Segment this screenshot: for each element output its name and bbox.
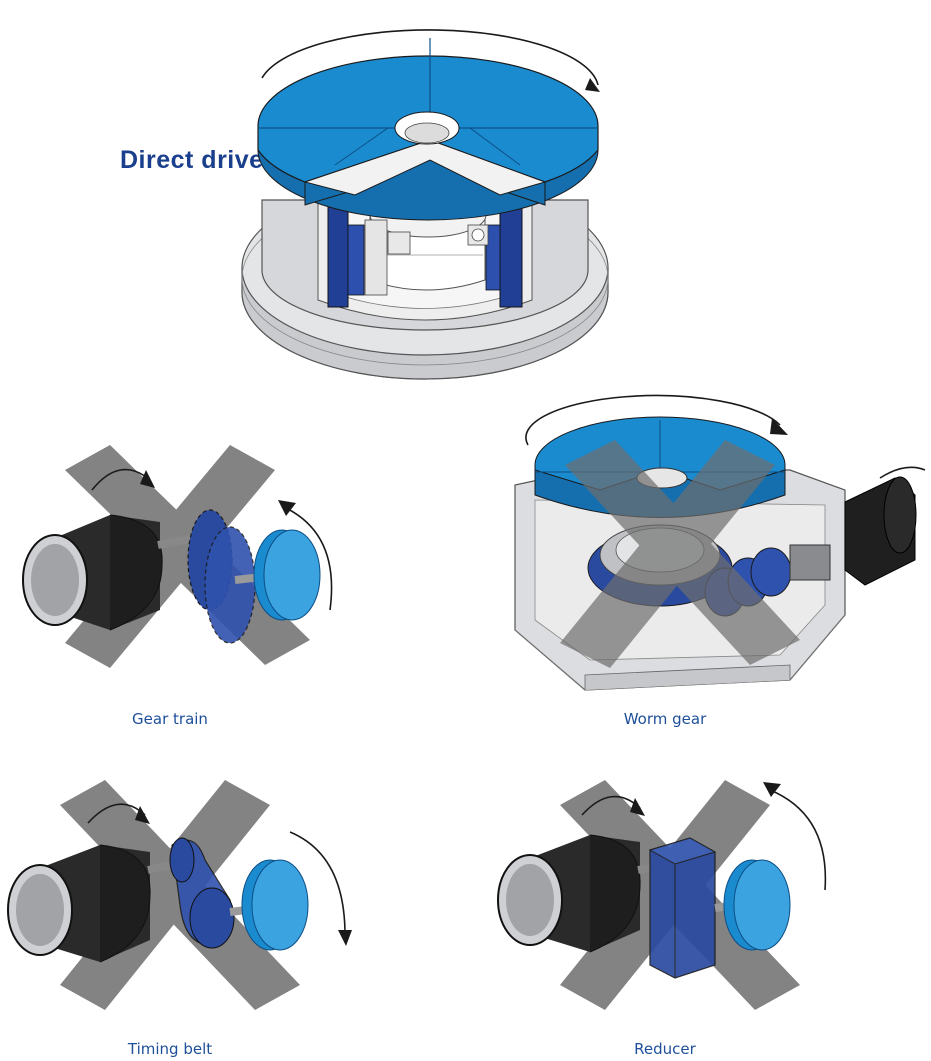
output-disc bbox=[241, 859, 309, 951]
rotation-arrow-icon bbox=[879, 466, 926, 479]
rotation-arrow-head bbox=[338, 930, 352, 946]
worm-motor bbox=[844, 476, 917, 586]
output-disc bbox=[253, 529, 321, 621]
rotation-arrow-head bbox=[278, 500, 296, 516]
rotation-arrow-head bbox=[630, 798, 645, 816]
rotation-arrow-icon bbox=[285, 507, 333, 611]
rotation-arrow-head bbox=[140, 470, 155, 488]
rotation-arrow-icon bbox=[525, 394, 781, 446]
motor-body bbox=[7, 844, 151, 963]
cross-mark-icon bbox=[560, 440, 800, 668]
caption-timing-belt: Timing belt bbox=[127, 1040, 213, 1058]
timing-belt-icon bbox=[169, 837, 235, 949]
rotation-arrow-head bbox=[763, 782, 781, 797]
rotation-arrow-head bbox=[770, 418, 788, 435]
rotation-arrow-head bbox=[135, 806, 150, 824]
caption-worm-gear: Worm gear bbox=[623, 710, 707, 728]
caption-reducer: Reducer bbox=[634, 1040, 696, 1058]
motor-body bbox=[22, 514, 163, 631]
page-title: Direct drive bbox=[120, 146, 264, 174]
motor-body bbox=[497, 834, 641, 953]
rotation-arrow-icon bbox=[289, 831, 346, 936]
caption-gear-train: Gear train bbox=[132, 710, 208, 728]
rotation-arrow-head bbox=[585, 78, 600, 92]
gearbox-icon bbox=[648, 837, 717, 979]
spur-gear-icon bbox=[187, 509, 256, 644]
rotary-table-top bbox=[257, 38, 599, 221]
output-disc bbox=[723, 859, 791, 951]
rotation-arrow-icon bbox=[261, 29, 599, 86]
rotation-arrow-icon bbox=[769, 789, 827, 891]
